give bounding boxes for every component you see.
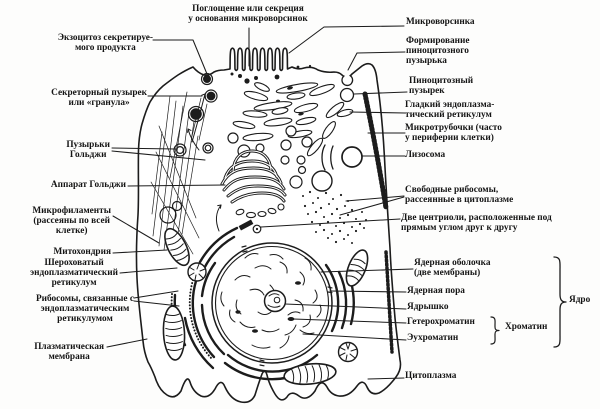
star-body-drawing xyxy=(187,262,359,363)
label-microvillus: Микроворсинка xyxy=(406,17,475,27)
label-microtubules: Микротрубочки (часто у периферии клетки) xyxy=(405,123,502,144)
smooth-er-drawing xyxy=(232,82,354,171)
label-golgi-apparatus: Аппарат Гольджи xyxy=(50,180,126,190)
label-free-ribosomes: Свободные рибосомы, рассеянные в цитопла… xyxy=(405,185,514,206)
nucleus-drawing xyxy=(211,242,333,367)
nucleus-brace xyxy=(553,256,567,348)
microvilli-base-vesicles xyxy=(230,64,312,84)
mitochondria-drawing xyxy=(162,227,369,386)
label-lysosome: Лизосома xyxy=(405,150,446,160)
label-secretory-vesicle: Секреторный пузырек или «гранула» xyxy=(51,88,147,109)
leader-lines xyxy=(106,25,414,380)
label-pinocytic-formation: Формирование пиноцитозного пузырька xyxy=(406,36,470,67)
pinocytosis-drawing xyxy=(339,74,355,103)
label-heterochromatin: Гетерохроматин xyxy=(407,317,475,327)
label-smooth-er: Гладкий эндоплазма- тический ретикулум xyxy=(405,100,495,121)
label-exocytosis: Экзоцитоз секретируе- мого продукта xyxy=(57,33,153,54)
nucleolus-drawing xyxy=(263,289,287,313)
label-nuclear-pore: Ядерная пора xyxy=(407,286,465,296)
label-rough-er: Шероховатый эндоплазматический ретикулум xyxy=(30,258,118,289)
label-nucleolus: Ядрышко xyxy=(407,302,449,312)
er-dark-grains xyxy=(276,86,304,116)
secretory-vesicles-drawing xyxy=(159,72,218,224)
label-pinocytic-vesicle: Пиноцитозный пузырек xyxy=(409,76,474,97)
heterochromatin-drawing xyxy=(235,281,301,333)
chromatin-brace xyxy=(490,316,500,345)
label-chromatin: Хроматин xyxy=(505,322,548,332)
golgi-vesicle-row xyxy=(235,203,285,219)
label-mitochondrion: Митохондрия xyxy=(53,247,111,257)
label-er-ribosomes: Рибосомы, связанные с эндоплазматическим… xyxy=(35,294,134,325)
label-golgi-vesicles: Пузырьки Гольджи xyxy=(66,140,110,161)
label-centrioles: Две центриоли, расположенные под прямым … xyxy=(401,213,552,234)
label-nucleus: Ядро xyxy=(569,295,591,305)
label-absorption: Поглощение или секреция у основания микр… xyxy=(188,4,308,25)
label-plasma-membrane: Плазматическая мембрана xyxy=(34,342,104,363)
lysosome-drawing xyxy=(341,146,363,168)
golgi-apparatus-highlight xyxy=(221,150,286,203)
centrioles-drawing xyxy=(238,219,262,234)
microtubules-drawing xyxy=(362,91,394,354)
label-microfilaments: Микрофиламенты (рассеяны по всей клетке) xyxy=(32,206,111,237)
label-euchromatin: Эухроматин xyxy=(407,333,459,343)
free-ribosomes-drawing xyxy=(302,190,367,244)
label-nuclear-envelope: Ядерная оболочка (две мембраны) xyxy=(414,258,491,279)
label-cytoplasm: Цитоплазма xyxy=(405,371,457,381)
